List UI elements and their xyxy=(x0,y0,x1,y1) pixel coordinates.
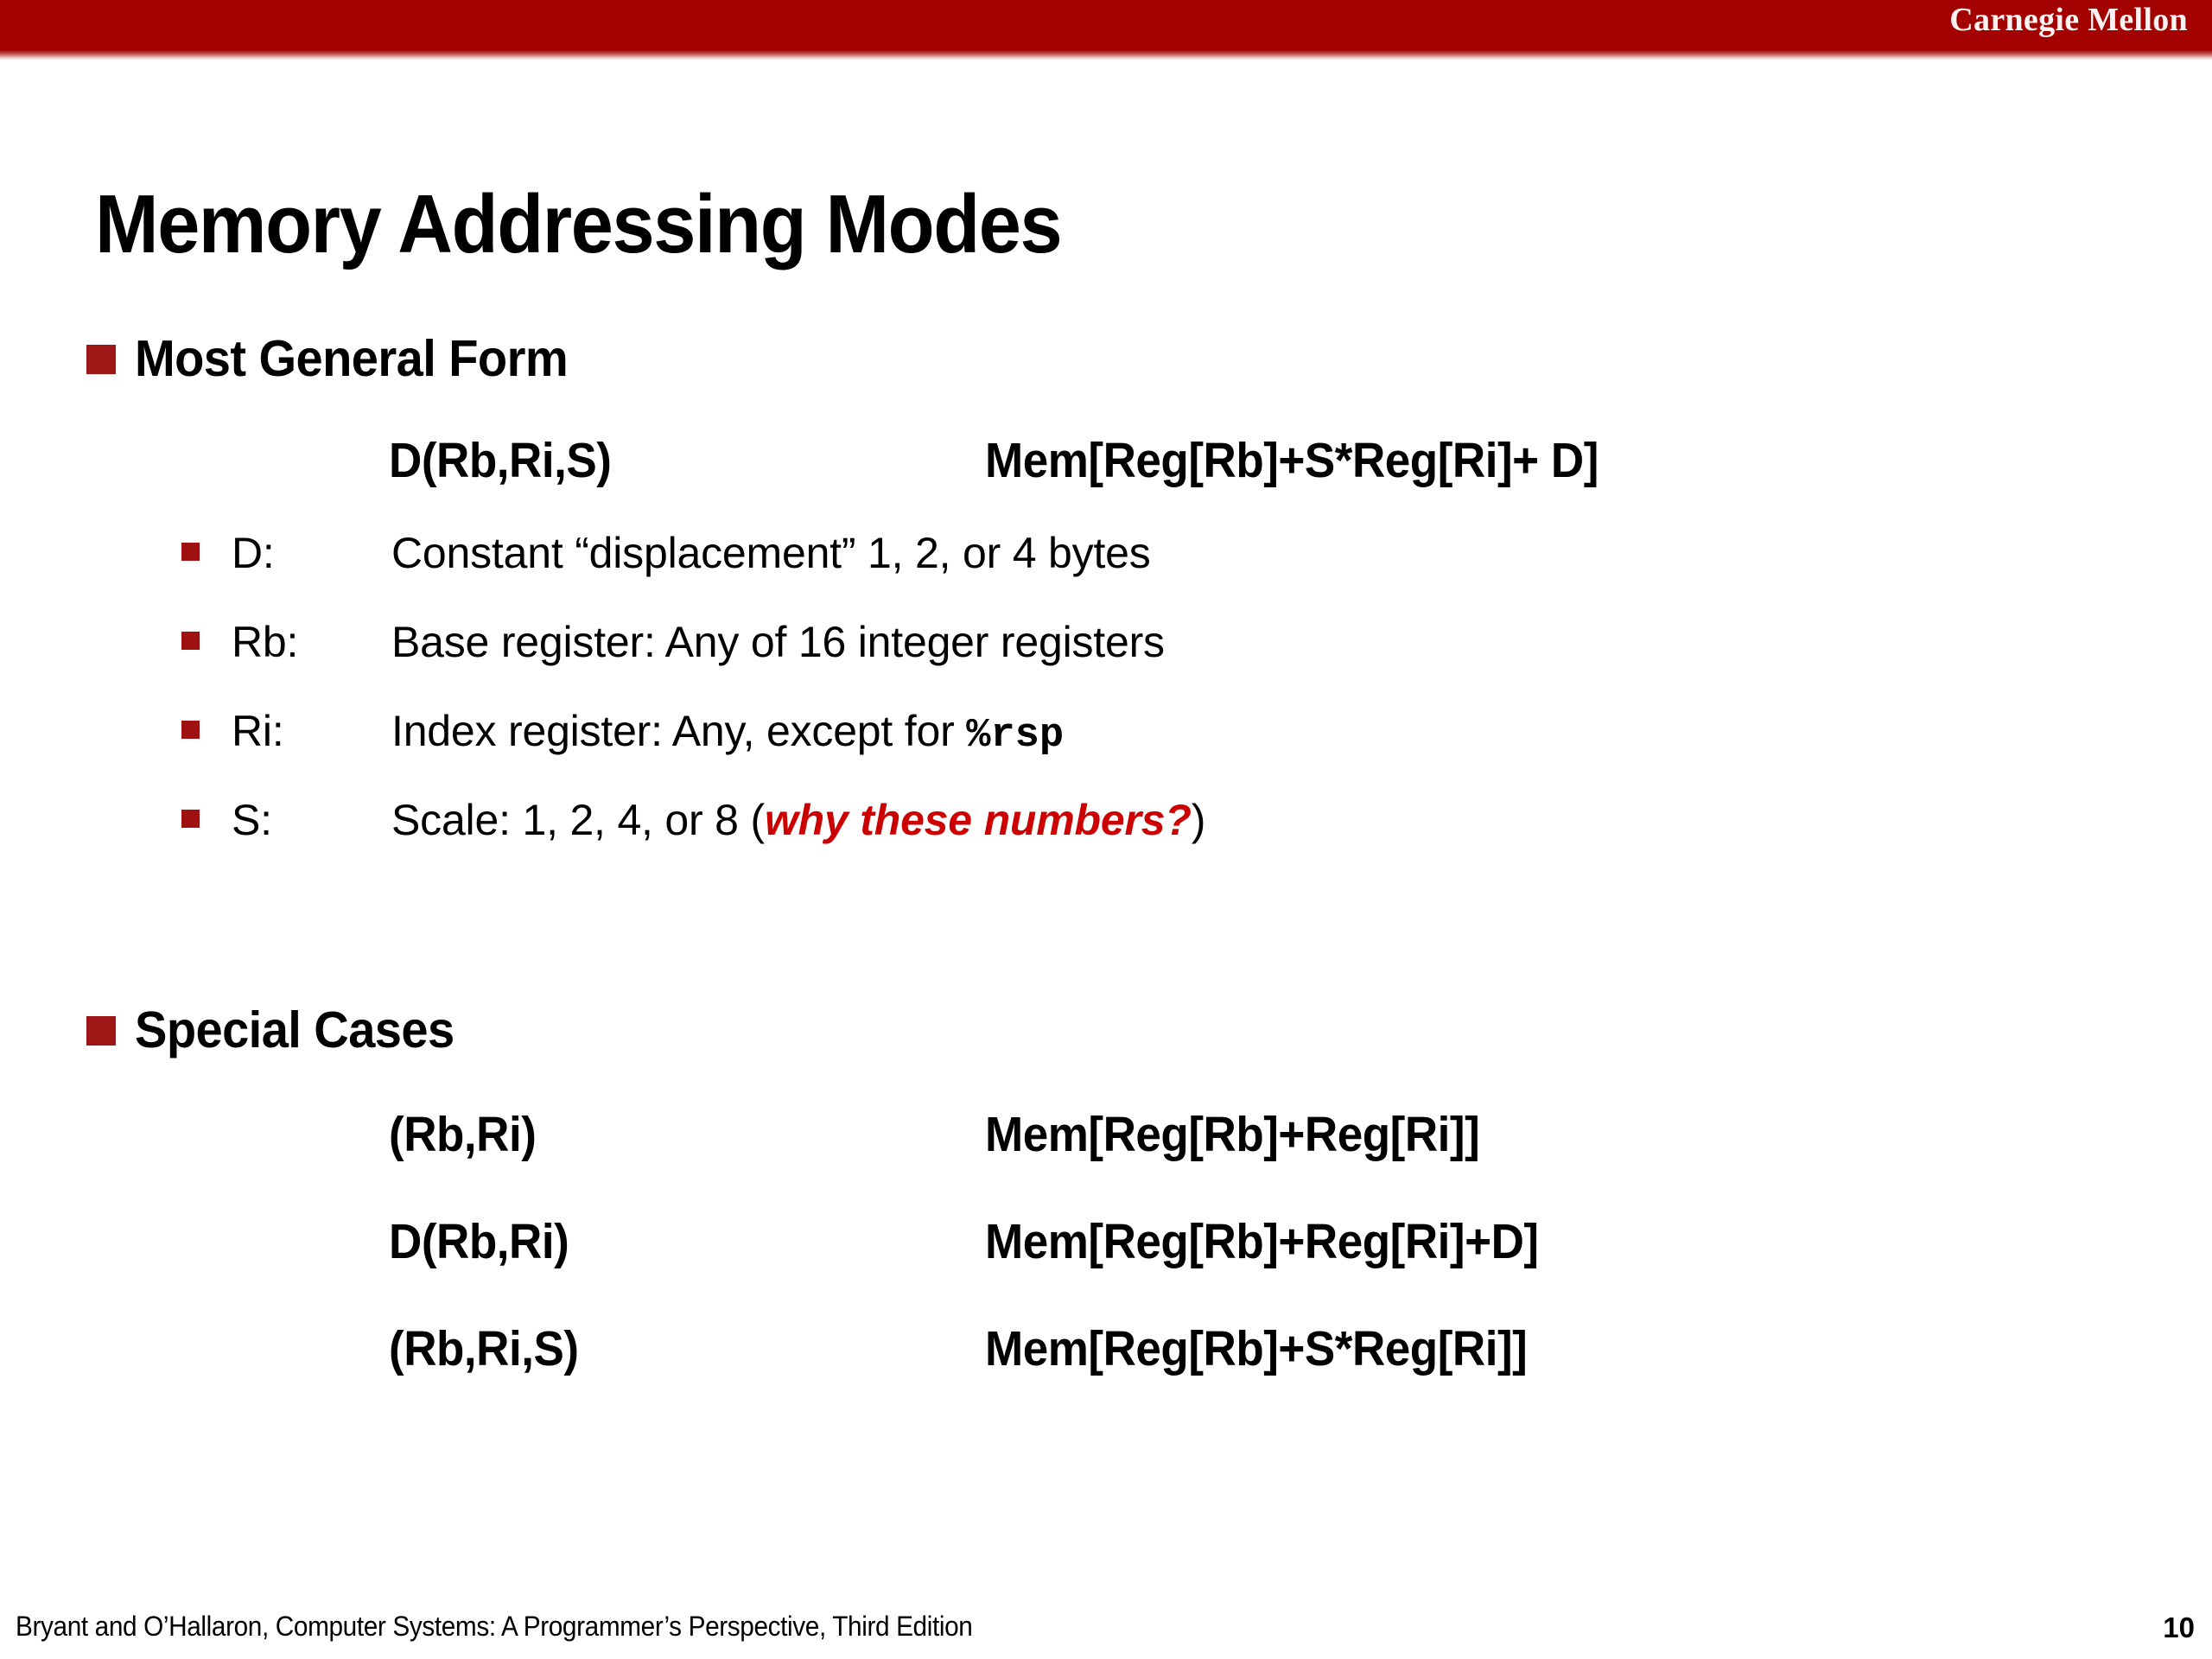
square-bullet-icon xyxy=(181,810,200,828)
general-form-row: D(Rb,Ri,S) Mem[Reg[Rb]+S*Reg[Ri]+ D] xyxy=(389,436,1858,497)
square-bullet-icon xyxy=(86,344,116,374)
special-case-meaning: Mem[Reg[Rb]+S*Reg[Ri]] xyxy=(985,1321,1528,1376)
special-case-syntax: (Rb,Ri) xyxy=(389,1107,537,1162)
register-code-rsp: %rsp xyxy=(966,713,1065,759)
special-case-meaning: Mem[Reg[Rb]+Reg[Ri]] xyxy=(985,1107,1480,1162)
footer-citation: Bryant and O’Hallaron, Computer Systems:… xyxy=(16,1611,973,1642)
special-case-row-3: (Rb,Ri,S) Mem[Reg[Rb]+S*Reg[Ri]] xyxy=(389,1325,1858,1385)
section-heading-label: Special Cases xyxy=(135,1001,454,1058)
list-item-desc: Constant “displacement” 1, 2, or 4 bytes xyxy=(391,529,1151,577)
section-heading-special-cases: Special Cases xyxy=(86,1005,471,1056)
general-form-syntax: D(Rb,Ri,S) xyxy=(389,433,612,488)
special-case-meaning: Mem[Reg[Rb]+Reg[Ri]+D] xyxy=(985,1214,1539,1269)
square-bullet-icon xyxy=(181,543,200,561)
list-item-desc: Scale: 1, 2, 4, or 8 (why these numbers?… xyxy=(391,796,1205,844)
square-bullet-icon xyxy=(86,1015,116,1046)
carnegie-mellon-wordmark: Carnegie Mellon xyxy=(1949,2,2188,38)
header-bar-gradient xyxy=(0,50,2212,60)
list-item-desc-prefix: Index register: Any, except for xyxy=(391,707,967,755)
list-item-desc: Base register: Any of 16 integer registe… xyxy=(391,618,1165,666)
special-case-row-2: D(Rb,Ri) Mem[Reg[Rb]+Reg[Ri]+D] xyxy=(389,1217,1858,1278)
list-item-label: S: xyxy=(232,796,272,844)
list-item-desc-suffix: ) xyxy=(1191,796,1206,844)
list-item-label: Rb: xyxy=(232,618,299,666)
page-number: 10 xyxy=(2163,1611,2195,1643)
list-item-label: D: xyxy=(232,529,275,577)
list-item-desc-emphasis: why these numbers? xyxy=(764,796,1192,844)
general-form-meaning: Mem[Reg[Rb]+S*Reg[Ri]+ D] xyxy=(985,433,1599,488)
section-heading-label: Most General Form xyxy=(135,330,569,387)
list-item-desc-prefix: Scale: 1, 2, 4, or 8 ( xyxy=(391,796,765,844)
list-item-desc: Index register: Any, except for %rsp xyxy=(391,707,1064,760)
square-bullet-icon xyxy=(181,721,200,739)
square-bullet-icon xyxy=(181,632,200,650)
special-case-row-1: (Rb,Ri) Mem[Reg[Rb]+Reg[Ri]] xyxy=(389,1110,1858,1171)
page-title: Memory Addressing Modes xyxy=(95,178,1063,271)
header-bar xyxy=(0,0,2212,50)
special-case-syntax: D(Rb,Ri) xyxy=(389,1214,569,1269)
list-item-label: Ri: xyxy=(232,707,284,755)
special-case-syntax: (Rb,Ri,S) xyxy=(389,1321,579,1376)
section-heading-most-general-form: Most General Form xyxy=(86,334,590,385)
